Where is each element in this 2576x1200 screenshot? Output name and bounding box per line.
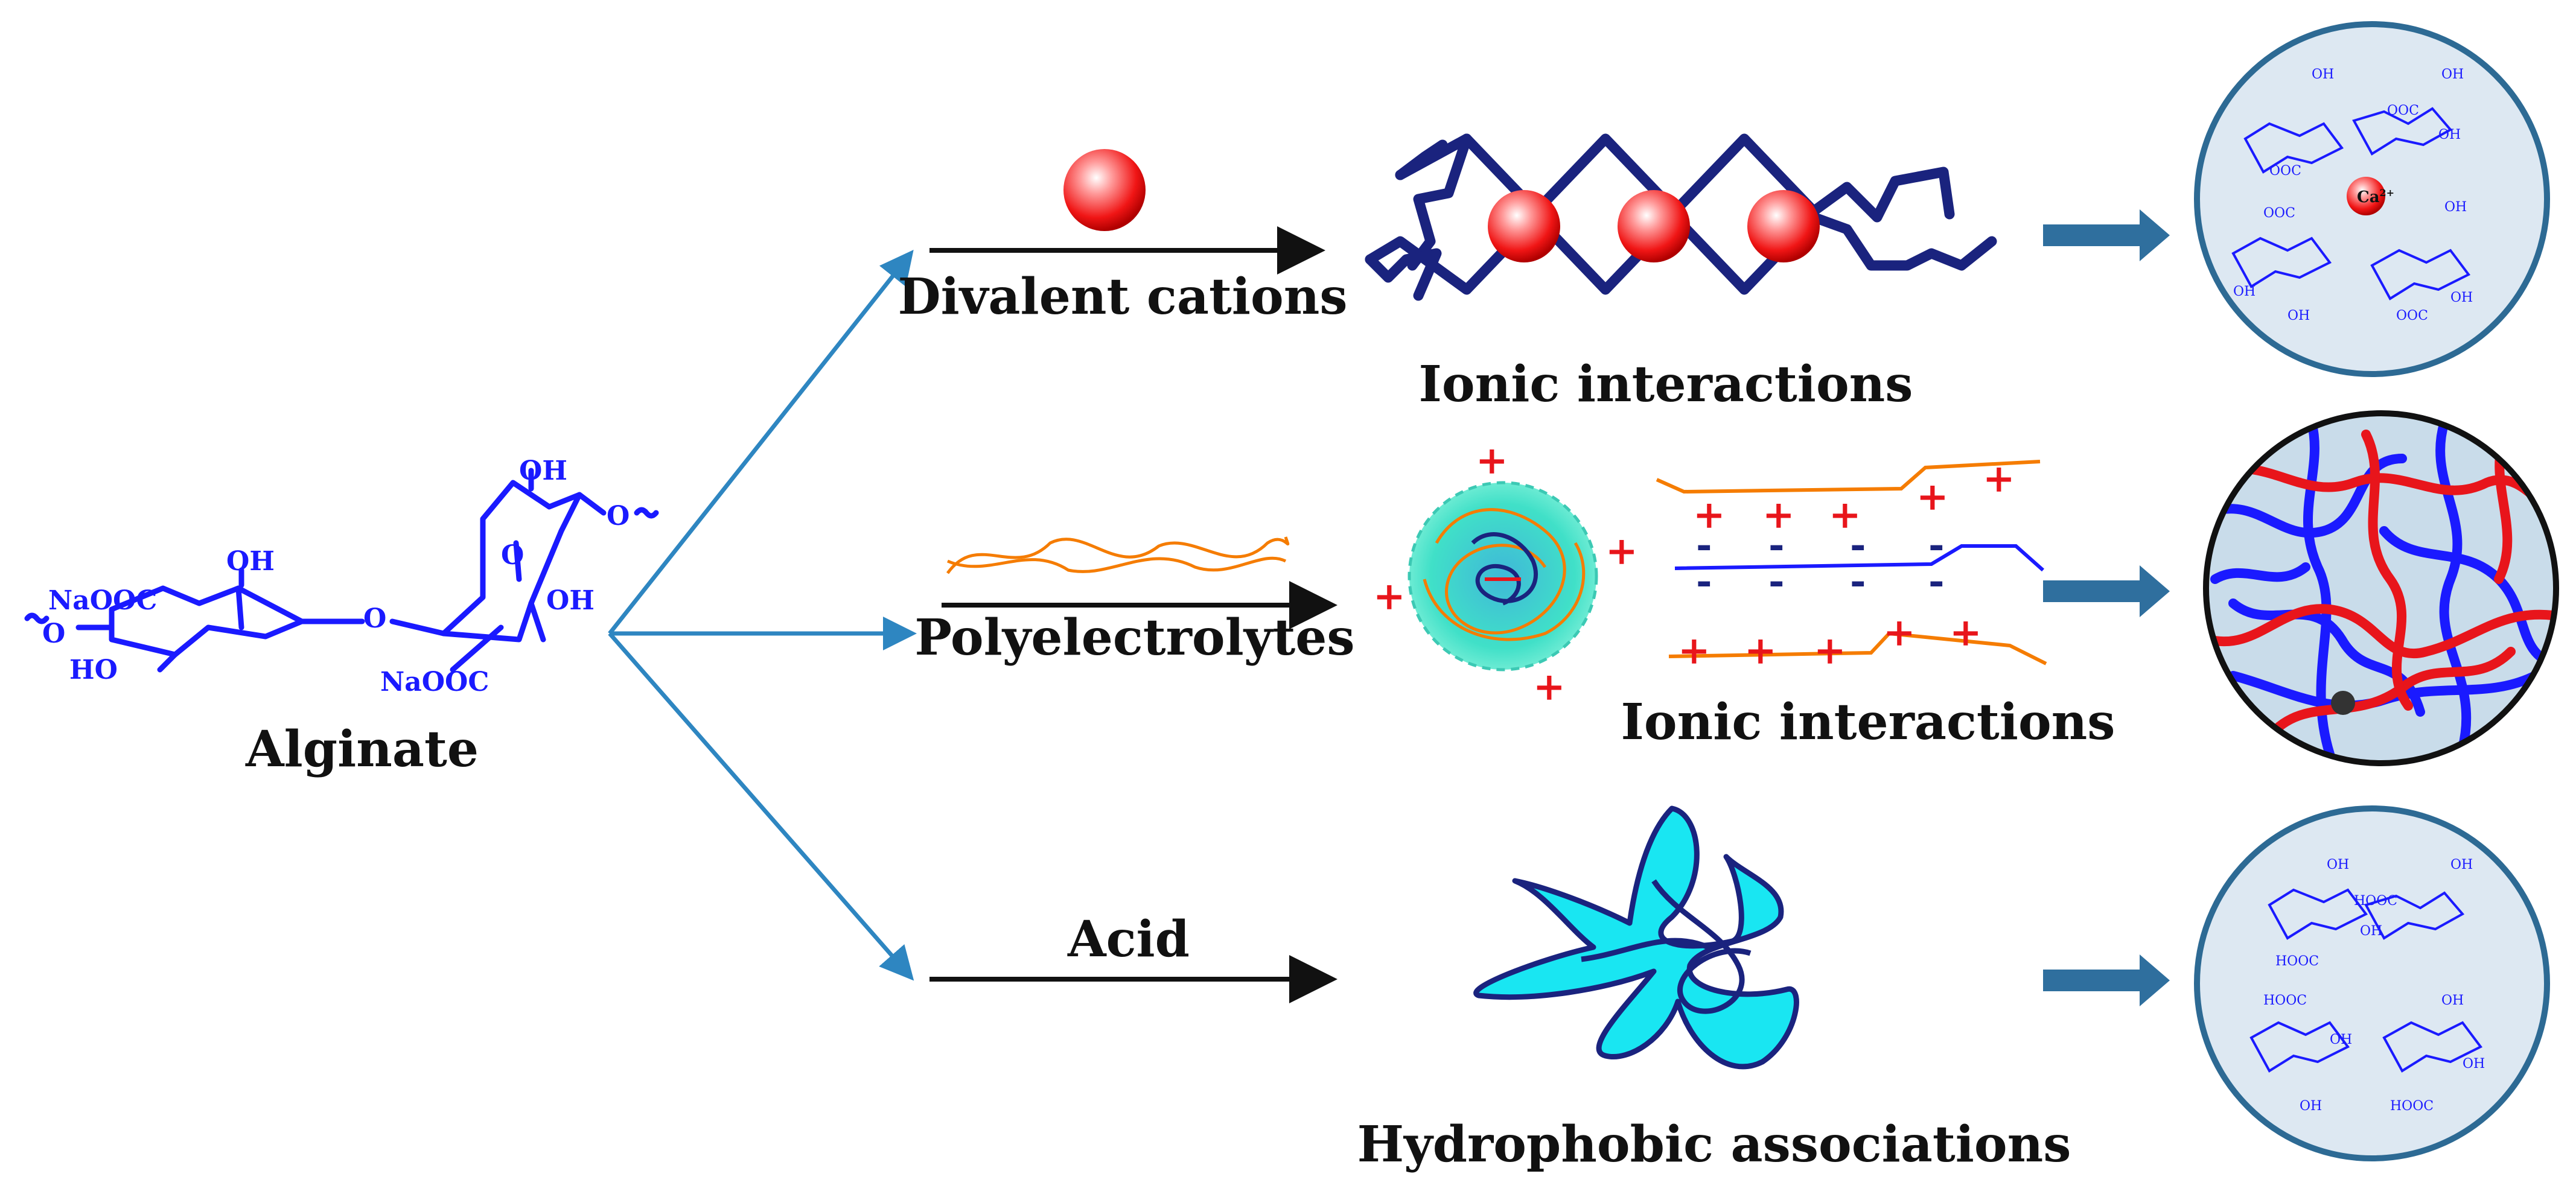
oh-ring1-label: OH bbox=[226, 546, 275, 577]
acid-label: Acid bbox=[1067, 910, 1190, 968]
ionic-interactions-label-2: Ionic interactions bbox=[1621, 693, 2115, 751]
plus-sign: + bbox=[1983, 456, 2015, 501]
inset3-hooc-4: HOOC bbox=[2390, 1099, 2434, 1114]
inset1-oh-1: OH bbox=[2312, 67, 2334, 82]
inset1-oh-7: OH bbox=[2450, 290, 2473, 305]
plus-sign: + bbox=[1814, 628, 1846, 673]
polyelectrolytes-label: Polyelectrolytes bbox=[914, 609, 1354, 667]
inset-polymer-network bbox=[2203, 410, 2559, 766]
naooc-left-label: NaOOC bbox=[48, 585, 157, 616]
alginate-label: Alginate bbox=[245, 720, 479, 778]
polyelectrolyte-complex-particle bbox=[1408, 481, 1598, 671]
naooc-right-label: NaOOC bbox=[380, 667, 489, 697]
oh-ring2-side-label: OH bbox=[546, 585, 595, 616]
block-arrow-3 bbox=[2043, 954, 2170, 1006]
inset3-oh-6: OH bbox=[2300, 1099, 2322, 1114]
particle-charges: + + + + bbox=[1373, 438, 1638, 710]
calcium-ion bbox=[2347, 177, 2385, 215]
plus-sign: + bbox=[1476, 438, 1508, 483]
inset-3-circle bbox=[2194, 805, 2550, 1161]
egg-box-cation-2 bbox=[1618, 190, 1690, 262]
inset1-ooc-3: OOC bbox=[2263, 206, 2295, 221]
minus-sign: - bbox=[1850, 559, 1866, 604]
inset3-hooc-3: HOOC bbox=[2263, 993, 2307, 1008]
polyanion-chain bbox=[1674, 544, 2044, 572]
inset3-hooc-1: HOOC bbox=[2354, 894, 2397, 909]
inset3-oh-7: OH bbox=[2463, 1056, 2485, 1071]
egg-box-cation-3 bbox=[1747, 190, 1820, 262]
layer-charges: + + + + + + + + + + - - - - - - - - bbox=[1678, 456, 2015, 673]
layered-ionic-chains bbox=[1656, 460, 2047, 665]
block-arrow-2 bbox=[2043, 565, 2170, 617]
polycation-chain-bottom bbox=[1668, 631, 2047, 665]
inset1-oh-5: OH bbox=[2233, 284, 2256, 299]
plus-sign: + bbox=[1883, 610, 1916, 655]
inset1-oh-3: OH bbox=[2438, 127, 2461, 142]
hydrophobic-associations-label: Hydrophobic associations bbox=[1357, 1116, 2071, 1173]
branch-arrows bbox=[608, 250, 917, 981]
inset1-oh-6: OH bbox=[2287, 308, 2310, 323]
calcium-label: Ca2+ bbox=[2357, 187, 2394, 206]
plus-sign: + bbox=[1373, 574, 1406, 619]
minus-sign: - bbox=[1768, 522, 1785, 568]
inset3-oh-2: OH bbox=[2450, 857, 2473, 872]
ho-label: HO bbox=[69, 655, 118, 685]
inset1-oh-4: OH bbox=[2444, 200, 2467, 215]
inset3-oh-3: OH bbox=[2360, 924, 2382, 939]
inset3-oh-1: OH bbox=[2327, 857, 2349, 872]
minus-sign: - bbox=[1850, 522, 1866, 568]
o-ring2-label: O bbox=[501, 540, 524, 571]
inset1-ooc-1: OOC bbox=[2387, 103, 2419, 118]
minus-sign: - bbox=[1928, 559, 1945, 604]
plus-sign: + bbox=[1605, 529, 1638, 574]
plus-sign: + bbox=[1762, 492, 1795, 538]
inset3-hooc-2: HOOC bbox=[2275, 954, 2319, 969]
oh-ring2-top-label: OH bbox=[519, 456, 567, 486]
plus-sign: + bbox=[1744, 628, 1777, 673]
minus-sign: - bbox=[1696, 522, 1712, 568]
cation-sphere bbox=[1063, 149, 1146, 231]
polycation-chain-top bbox=[1656, 460, 2041, 494]
inset1-ooc-2: OOC bbox=[2269, 163, 2301, 179]
inset3-oh-5: OH bbox=[2330, 1032, 2352, 1047]
inset-calcium-crosslink: Ca2+ OH OOC OH OOC OH OOC OH OH OOC OH O… bbox=[2194, 21, 2550, 377]
o-start-label: O bbox=[42, 618, 65, 649]
alginate-structure bbox=[24, 468, 659, 673]
plus-sign: + bbox=[1829, 492, 1861, 538]
ionic-interactions-label-1: Ionic interactions bbox=[1419, 355, 1913, 413]
polyelectrolyte-chain-2 bbox=[947, 556, 1287, 573]
inset-acid-gel: OH HOOC OH OH HOOC HOOC OH OH OH HOOC OH bbox=[2194, 805, 2550, 1161]
alginate-atom-labels: NaOOC O HO OH O NaOOC OH O OH O bbox=[42, 456, 630, 697]
minus-sign: - bbox=[1768, 559, 1785, 604]
plus-sign: + bbox=[1693, 492, 1726, 538]
plus-sign: + bbox=[1916, 474, 1949, 519]
minus-sign: - bbox=[1696, 559, 1712, 604]
inset1-oh-2: OH bbox=[2441, 67, 2464, 82]
inset-2-circle bbox=[2203, 410, 2559, 766]
plus-sign: + bbox=[1950, 610, 1982, 655]
hydrophobic-aggregate bbox=[1473, 805, 1799, 1070]
crosslink-node bbox=[2331, 691, 2355, 715]
divalent-cations-label: Divalent cations bbox=[898, 268, 1348, 326]
polyelectrolyte-chain-1 bbox=[946, 536, 1290, 574]
branch-arrow-bottom bbox=[608, 632, 914, 981]
block-arrow-1 bbox=[2043, 209, 2170, 261]
o-end-label: O bbox=[607, 501, 630, 532]
plus-sign: + bbox=[1533, 664, 1566, 710]
inset1-ooc-4: OOC bbox=[2396, 308, 2428, 323]
egg-box-cations bbox=[1488, 190, 1820, 262]
inset-2-border bbox=[2203, 410, 2559, 766]
plus-sign: + bbox=[1678, 628, 1710, 673]
branch-arrow-top bbox=[608, 250, 914, 635]
minus-sign: - bbox=[1928, 522, 1945, 568]
inset3-oh-4: OH bbox=[2441, 993, 2464, 1008]
o-bridge-label: O bbox=[363, 603, 386, 634]
egg-box-cation-1 bbox=[1488, 190, 1560, 262]
